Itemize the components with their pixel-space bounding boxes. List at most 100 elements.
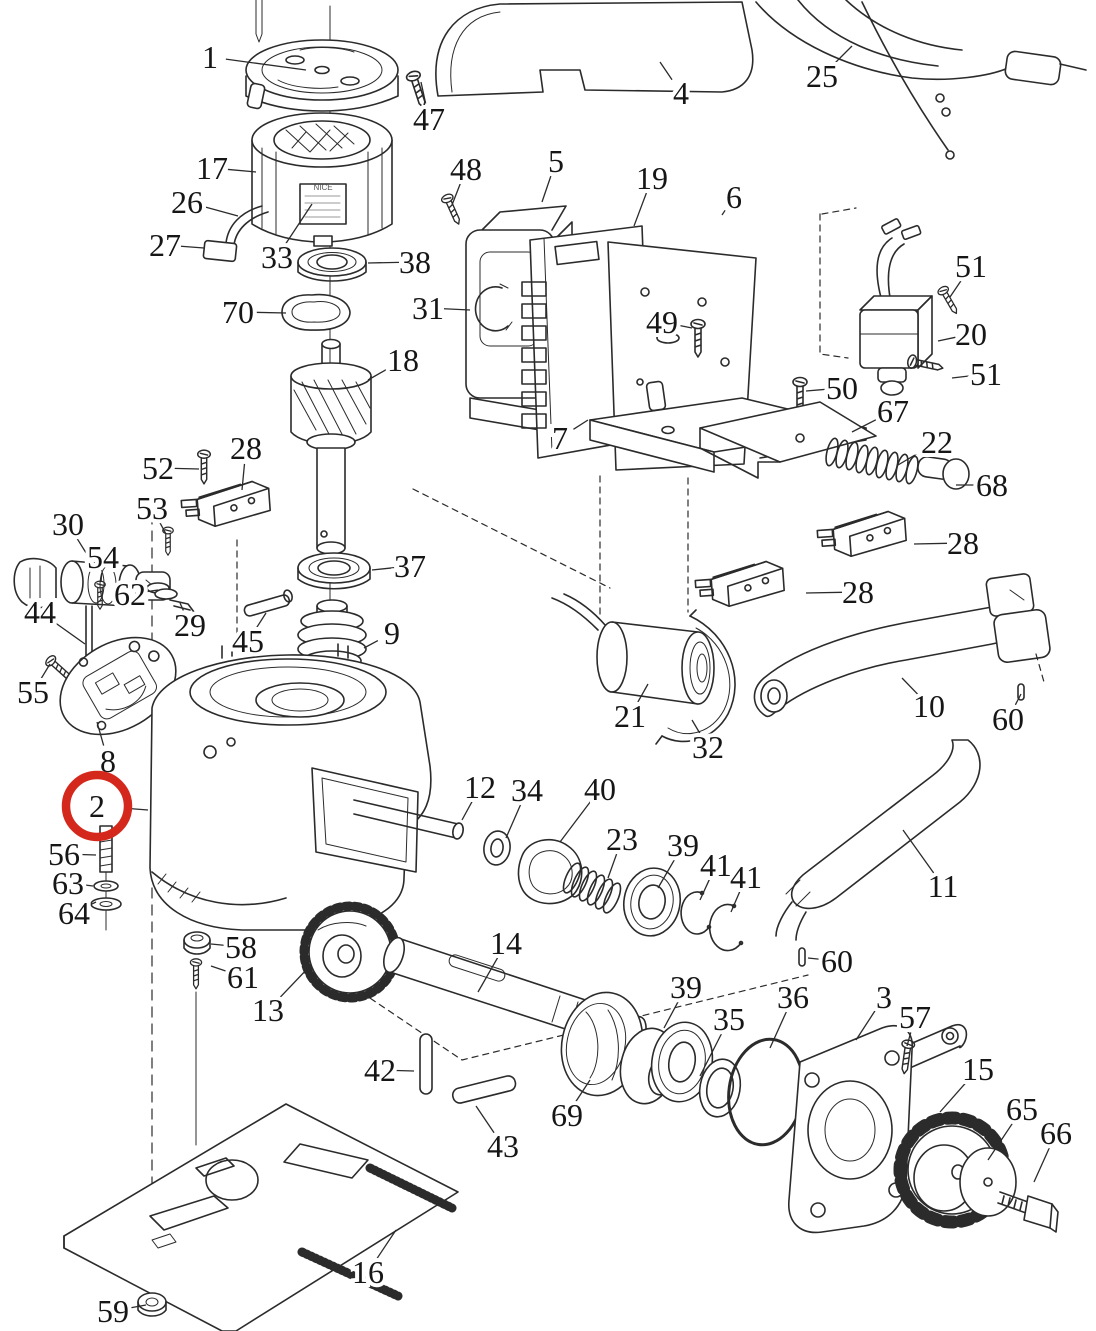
screw-61: [189, 958, 203, 990]
screw-48: [439, 191, 465, 228]
part-capacitor: [859, 218, 933, 396]
part-number-label: 13: [252, 992, 284, 1028]
callout-55: 55: [13, 663, 53, 714]
part-microswitch-28a: [179, 479, 272, 530]
callout-50: 50: [805, 366, 862, 410]
part-number-label: 28: [947, 525, 979, 561]
part-number-label: 31: [412, 290, 444, 326]
part-number-label: 7: [552, 420, 568, 456]
part-pin-45: [243, 589, 293, 617]
callout-54: 54: [83, 535, 123, 583]
part-number-label: 33: [261, 239, 293, 275]
part-number-label: 12: [464, 769, 496, 805]
callout-64: 64: [54, 891, 97, 935]
part-microswitch-28b: [815, 509, 908, 560]
callout-28: 28: [805, 570, 878, 614]
part-gasket-70: [281, 293, 351, 331]
callout-57: 57: [895, 995, 935, 1047]
drawing-layer: NICE: [13, 0, 1087, 1331]
callout-9: 9: [363, 611, 404, 655]
callout-49: 49: [642, 300, 693, 344]
part-number-label: 41: [700, 847, 732, 883]
part-clip-32: [655, 609, 736, 745]
part-number-label: 69: [551, 1097, 583, 1133]
part-number-label: 25: [806, 58, 838, 94]
callout-52: 52: [138, 446, 200, 490]
part-number-label: 61: [227, 959, 259, 995]
callout-41: 41: [726, 855, 766, 913]
callout-61: 61: [210, 955, 263, 999]
callout-29: 29: [170, 602, 210, 647]
callout-27: 27: [145, 223, 205, 267]
part-number-label: 21: [614, 698, 646, 734]
part-release-plate: [59, 636, 177, 736]
part-number-label: 49: [646, 304, 678, 340]
part-number-label: 57: [899, 999, 931, 1035]
part-bearing-38: [297, 247, 367, 282]
part-number-label: 27: [149, 227, 181, 263]
callout-33: 33: [257, 203, 313, 279]
part-release-arm: [775, 739, 981, 967]
part-number-label: 29: [174, 607, 206, 643]
part-number-label: 28: [842, 574, 874, 610]
part-number-label: 5: [548, 143, 564, 179]
callout-69: 69: [547, 1079, 591, 1137]
callout-70: 70: [218, 290, 287, 334]
part-number-label: 51: [955, 248, 987, 284]
part-washer-63: [93, 880, 119, 892]
part-number-label: 30: [52, 506, 84, 542]
part-number-label: 15: [962, 1051, 994, 1087]
part-number-label: 67: [877, 393, 909, 429]
part-number-label: 64: [58, 895, 90, 931]
callout-35: 35: [699, 997, 749, 1077]
part-pin-68: [917, 456, 970, 490]
callout-43: 43: [475, 1105, 523, 1168]
part-number-label: 22: [921, 424, 953, 460]
highlight-circle: [61, 770, 133, 842]
callout-19: 19: [632, 156, 672, 227]
part-plug-58: [183, 931, 211, 955]
part-number-label: 40: [584, 771, 616, 807]
callout-20: 20: [937, 312, 991, 356]
part-number-label: 35: [713, 1001, 745, 1037]
callout-40: 40: [559, 767, 620, 843]
callout-5: 5: [541, 139, 568, 203]
part-number-label: 39: [667, 827, 699, 863]
part-worm-gear: [299, 901, 401, 1003]
callout-51: 51: [951, 352, 1006, 396]
part-number-label: 39: [670, 969, 702, 1005]
callout-65: 65: [987, 1087, 1042, 1161]
part-end-shield: [245, 0, 399, 112]
callout-21: 21: [610, 683, 650, 738]
callout-18: 18: [367, 338, 423, 382]
part-number-label: 55: [17, 674, 49, 710]
callout-34: 34: [505, 768, 547, 839]
part-number-label: 32: [692, 729, 724, 765]
callout-10: 10: [901, 677, 949, 728]
part-number-label: 66: [1040, 1115, 1072, 1151]
part-number-label: 43: [487, 1128, 519, 1164]
part-number-label: 6: [726, 179, 742, 215]
part-washer-64: [90, 897, 122, 911]
part-number-label: 18: [387, 342, 419, 378]
part-number-label: 60: [992, 701, 1024, 737]
callout-16: 16: [348, 1229, 397, 1294]
part-number-label: 56: [48, 836, 80, 872]
callout-58: 58: [210, 925, 261, 969]
part-number-label: 51: [970, 356, 1002, 392]
callout-62: 62: [110, 572, 159, 616]
part-number-label: 9: [384, 615, 400, 651]
callout-13: 13: [248, 965, 311, 1032]
callout-28: 28: [226, 426, 266, 491]
part-bearing-39a: [623, 867, 681, 937]
part-washer-34: [483, 830, 511, 866]
callout-67: 67: [851, 389, 913, 433]
callout-17: 17: [192, 146, 257, 190]
part-bearing-37: [297, 552, 371, 590]
part-wiring-harness: [755, 0, 1087, 160]
callout-23: 23: [602, 817, 642, 879]
part-number-label: 11: [928, 868, 959, 904]
part-stator: NICE: [251, 112, 393, 247]
